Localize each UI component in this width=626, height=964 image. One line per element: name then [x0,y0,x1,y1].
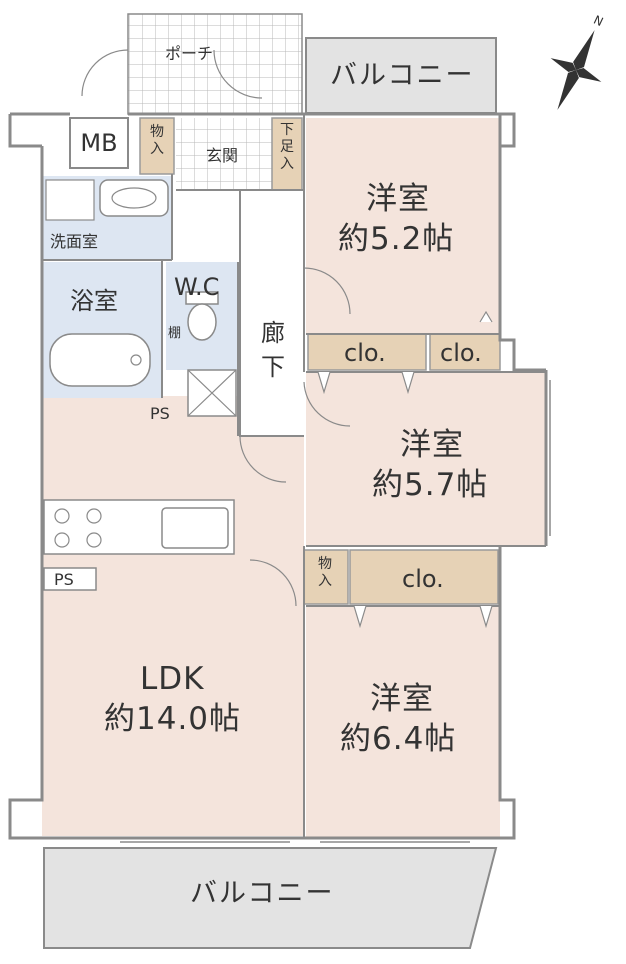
closet-3 [349,549,499,605]
ps-label-upper: PS [150,404,170,423]
storage-lower [303,549,349,605]
storage-entry [139,117,175,175]
closet-doors [317,310,493,629]
svg-text:N: N [591,13,605,29]
room3-name: 洋室 [370,681,434,717]
closet-2-label: clo. [440,339,482,367]
shelf-label: 棚 [168,326,182,341]
ldk-size: 約14.0帖 [104,701,242,737]
door-swings [81,49,351,607]
kitchen-sink [161,507,229,549]
room2-size: 約5.7帖 [372,467,489,503]
ps-label-lower: PS [54,570,74,589]
porch-floor [127,13,303,115]
balcony-bottom-floor [43,847,498,949]
corridor-floor [240,190,304,436]
ps-box-lower [43,567,97,591]
mb-box [69,117,129,169]
corridor-label: 廊下 [261,319,285,381]
wc-label: W.C [174,273,220,301]
entrance-floor [176,118,272,190]
washroom-label: 洗面室 [50,232,99,251]
stove-burners [54,508,102,548]
closet-1-label: clo. [344,339,386,367]
room3-size: 約6.4帖 [340,721,457,757]
room3-floor [306,606,500,838]
room1-floor [306,118,500,334]
north-arrow-icon: N [550,13,605,110]
entrance-label: 玄関 [206,146,239,165]
balcony-top-label: バルコニー [330,60,475,91]
ldk-floor [42,396,304,836]
windows [120,380,551,843]
balcony-bottom-label: バルコニー [190,878,335,909]
room1-name: 洋室 [366,181,430,217]
shoe-storage [271,117,303,191]
storage-lower-label: 物入 [318,556,332,589]
interior-walls [42,114,546,838]
washer-space [45,179,95,221]
room2-floor [306,372,546,546]
toilet-bowl [187,303,217,341]
room2-name: 洋室 [400,427,464,463]
closet-1 [307,333,427,371]
closet-3-label: clo. [402,565,444,593]
shoe-storage-label: 下足入 [280,122,294,172]
bath-label: 浴室 [70,287,118,315]
mb-label: MB [80,129,118,157]
washbasin [99,179,169,217]
ldk-name: LDK [140,661,205,697]
storage-entry-label: 物入 [150,124,164,157]
bathtub [49,333,151,387]
room1-size: 約5.2帖 [338,221,455,257]
porch-label: ポーチ [165,44,214,63]
